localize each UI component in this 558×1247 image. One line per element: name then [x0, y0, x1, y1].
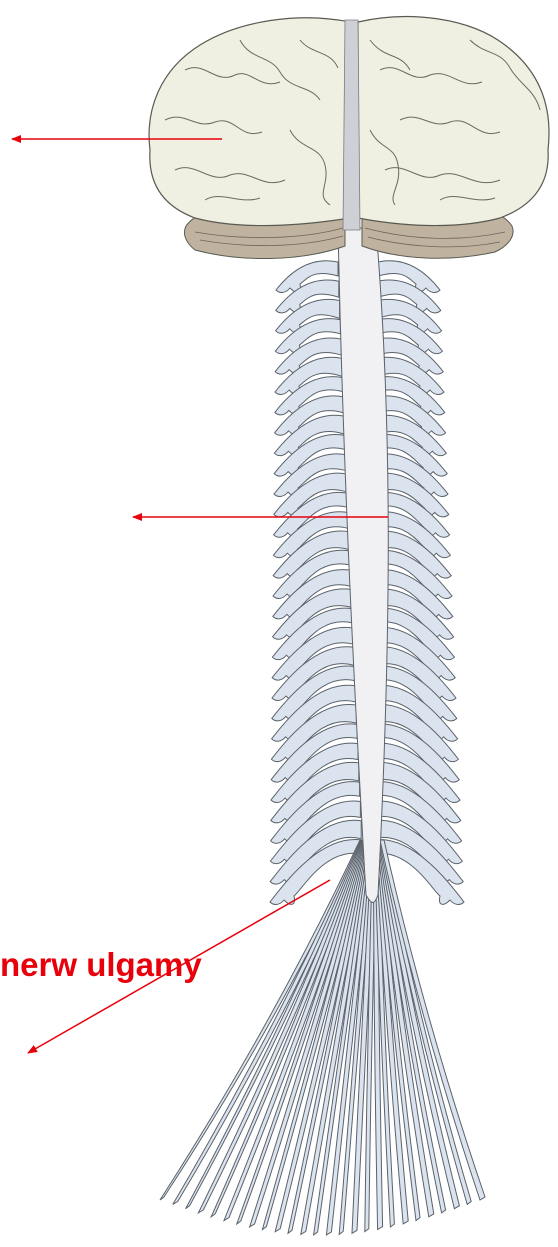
brain: [149, 17, 549, 230]
cauda-equina: [160, 840, 485, 1235]
cauda-equina-label: nerw ulgamy: [0, 945, 202, 985]
